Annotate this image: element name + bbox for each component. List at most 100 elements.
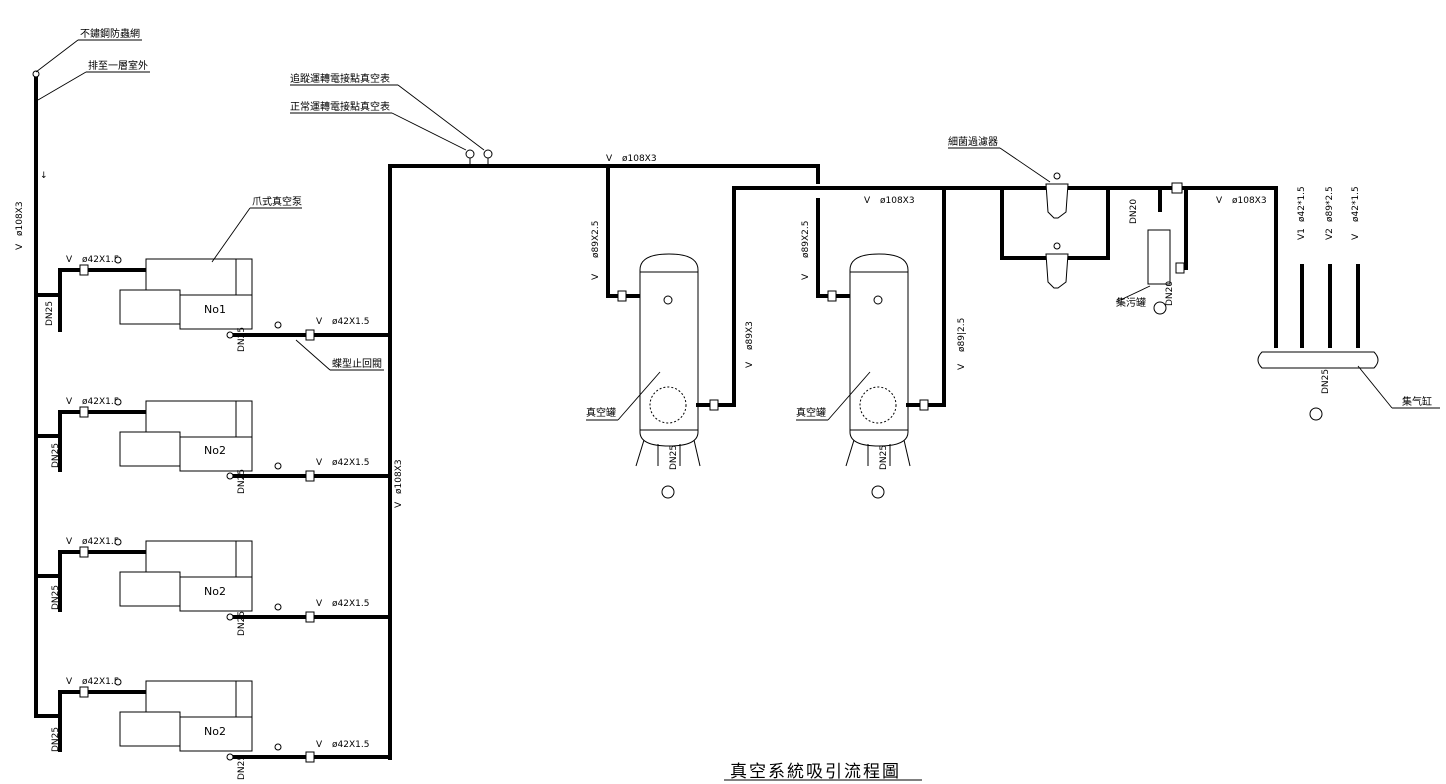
pump-v-label: V bbox=[66, 397, 73, 407]
pump-name: No1 bbox=[204, 303, 226, 316]
valve-icon bbox=[79, 406, 89, 418]
gauge-icon bbox=[274, 743, 282, 751]
valve-icon bbox=[617, 290, 627, 302]
dn25-label: DN25 bbox=[1321, 369, 1331, 394]
check-valve-icon bbox=[305, 611, 315, 623]
pump-v-label: V bbox=[66, 537, 73, 547]
drain-icon bbox=[661, 485, 675, 499]
pump-v-label: V bbox=[66, 255, 73, 265]
gauge-icon bbox=[274, 462, 282, 470]
riser-size-label: ø108X3 bbox=[15, 201, 25, 236]
pump-head bbox=[145, 680, 253, 718]
branch1-v-label: V1 bbox=[1297, 228, 1307, 240]
pump-base bbox=[179, 436, 253, 472]
pump-base bbox=[179, 716, 253, 752]
vacuum-tank-2: ø89X2.5 V ø89|2.5 V 真空罐 DN25 bbox=[796, 186, 967, 499]
outlet-size-label: ø42X1.5 bbox=[332, 740, 369, 750]
pump-size-label: ø42X1.5 bbox=[82, 397, 119, 407]
gauge-track-label: 追蹤運轉電接點真空表 bbox=[290, 72, 390, 85]
drain-icon bbox=[1153, 301, 1167, 315]
inlet-v-label: V bbox=[801, 273, 811, 280]
exhaust-riser: 不鏽鋼防蟲網 排至一層室外 ↓ V ø108X3 bbox=[15, 27, 150, 718]
exhaust-label: 排至一層室外 bbox=[88, 59, 148, 72]
pump-motor bbox=[119, 289, 181, 325]
page-title: 真空系統吸引流程圖 bbox=[730, 762, 901, 782]
valve-icon bbox=[1175, 262, 1185, 274]
pump-name: No2 bbox=[204, 585, 226, 598]
dn20-label: DN20 bbox=[1129, 199, 1139, 224]
drain-tank bbox=[1147, 229, 1171, 285]
pump-motor bbox=[119, 431, 181, 467]
header2-v-label: V bbox=[864, 196, 871, 206]
pump-motor bbox=[119, 571, 181, 607]
gauge-icon bbox=[274, 603, 282, 611]
check-valve-icon bbox=[305, 329, 315, 341]
pump-head bbox=[145, 258, 253, 296]
gauge-icon bbox=[114, 538, 122, 546]
pump-unit-2: DN25 V ø42X1.5 No2 DN25 V ø42X1.5 bbox=[34, 397, 392, 494]
tank-label: 真空罐 bbox=[586, 406, 616, 419]
mesh-label: 不鏽鋼防蟲網 bbox=[80, 27, 140, 40]
check-valve-icon bbox=[305, 751, 315, 763]
outlet-v-label: V bbox=[316, 599, 323, 609]
outlet-size-label: ø42X1.5 bbox=[332, 599, 369, 609]
pump-unit-4: DN25 V ø42X1.5 No2 DN25 V ø42X1.5 bbox=[34, 677, 392, 780]
gauge-icon bbox=[274, 321, 282, 329]
gauge-icon bbox=[873, 295, 883, 305]
valve-icon bbox=[827, 290, 837, 302]
outlet-v-label: V bbox=[316, 458, 323, 468]
valve-icon bbox=[79, 264, 89, 276]
gauge-normal-label: 正常運轉電接點真空表 bbox=[290, 100, 390, 113]
drain-icon bbox=[1309, 407, 1323, 421]
branch3-v-label: V bbox=[1351, 233, 1361, 240]
vacuum-tank-1: ø89X2.5 V ø89X3 V 真空罐 DN25 bbox=[586, 164, 755, 499]
gauge-icon bbox=[465, 149, 475, 159]
inlet-size-label: ø89X2.5 bbox=[591, 221, 601, 258]
dn25-label: DN25 bbox=[669, 445, 679, 470]
pump-size-label: ø42X1.5 bbox=[82, 677, 119, 687]
diagram-title: 真空系統吸引流程圖 bbox=[724, 762, 922, 782]
pump-size-label: ø42X1.5 bbox=[82, 255, 119, 265]
outlet-size-label: ø89X3 bbox=[745, 321, 755, 350]
filter-header: V ø108X3 細菌過濾器 DN20 DN20 集污罐 V ø108X3 bbox=[732, 135, 1278, 315]
manifold-label: 集气缸 bbox=[1402, 395, 1432, 408]
pump-unit-3: DN25 V ø42X1.5 No2 DN25 V ø42X1.5 bbox=[34, 537, 392, 636]
header2-size-label: ø108X3 bbox=[880, 196, 915, 206]
valve-icon bbox=[1171, 182, 1183, 194]
outlet-v-label: V bbox=[316, 317, 323, 327]
pump-v-label: V bbox=[66, 677, 73, 687]
riser-v-label: V bbox=[15, 243, 25, 250]
branch2-size-label: ø89*2.5 bbox=[1325, 186, 1335, 222]
outlet-v-label: V bbox=[745, 361, 755, 368]
main-header: V ø108X3 V ø108X3 追蹤運轉電接點真空表 正常運轉電接點真空表 bbox=[290, 72, 820, 760]
header3-v-label: V bbox=[1216, 196, 1223, 206]
branch2-v-label: V2 bbox=[1325, 228, 1335, 240]
pump-head bbox=[145, 540, 253, 578]
outlet-v-label: V bbox=[957, 363, 967, 370]
outlet-size-label: ø42X1.5 bbox=[332, 317, 369, 327]
gauge-icon bbox=[114, 398, 122, 406]
check-valve-label: 蝶型止回閥 bbox=[332, 357, 382, 370]
pump-size-label: ø42X1.5 bbox=[82, 537, 119, 547]
header-size-label: ø108X3 bbox=[394, 459, 404, 494]
valve-icon bbox=[919, 399, 929, 411]
pump-type-label: 爪式真空泵 bbox=[252, 195, 302, 208]
filter-icon bbox=[1045, 183, 1069, 219]
pump-name: No2 bbox=[204, 725, 226, 738]
pump-motor bbox=[119, 711, 181, 747]
header-v-label: V bbox=[394, 501, 404, 508]
dn25-label: DN25 bbox=[45, 301, 55, 326]
outlet-size-label: ø42X1.5 bbox=[332, 458, 369, 468]
flow-arrow: ↓ bbox=[40, 171, 48, 181]
pump-base bbox=[179, 294, 253, 330]
valve-icon bbox=[79, 686, 89, 698]
dn25-label: DN25 bbox=[237, 755, 247, 780]
dn20-label: DN20 bbox=[1165, 281, 1175, 306]
manifold-body bbox=[1257, 351, 1379, 369]
pump-base bbox=[179, 576, 253, 612]
pump-unit-1: DN25 V ø42X1.5 No1 DN25 V ø42X1.5 蝶型止回閥 … bbox=[34, 195, 392, 371]
gauge-icon bbox=[114, 256, 122, 264]
branch1-size-label: ø42*1.5 bbox=[1297, 186, 1307, 222]
